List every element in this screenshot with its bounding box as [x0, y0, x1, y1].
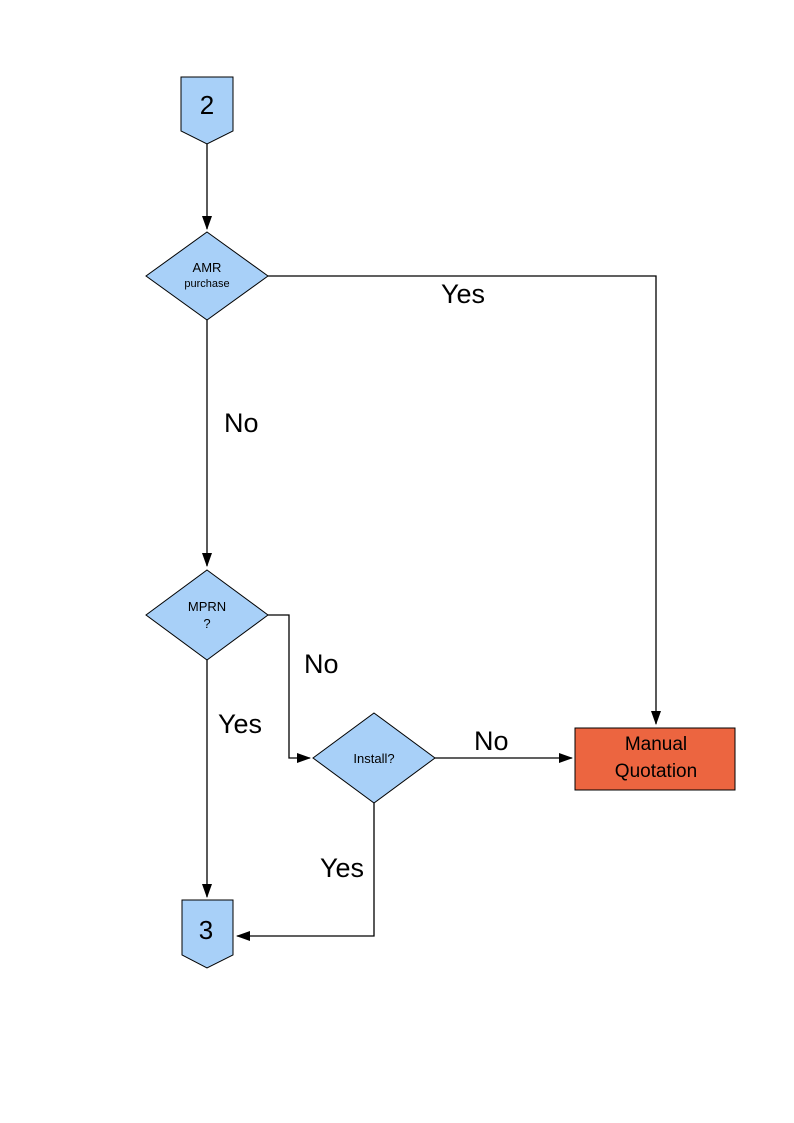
install-yes-label: Yes [320, 853, 364, 883]
decision-install: Install? [312, 712, 436, 804]
offpage-connector-2: 2 [180, 76, 234, 145]
offpage-connector-3: 3 [181, 899, 234, 969]
decision-amr-purchase-shape [145, 231, 269, 321]
decision-mprn: MPRN ? [145, 569, 269, 661]
mprn-yes-label: Yes [218, 709, 262, 739]
mprn-no-label: No [304, 649, 339, 679]
edge-mprn-no-to-install [268, 614, 311, 763]
edge-install-yes-to-connector3 [236, 803, 375, 941]
process-manual-quotation-shape [574, 727, 736, 791]
flow-edges [202, 144, 661, 941]
offpage-connector-2-shape [180, 76, 234, 145]
decision-install-shape [312, 712, 436, 804]
edge-amr-yes-to-manual-quotation [268, 275, 661, 725]
decision-install-label: Install? [353, 751, 394, 766]
process-manual-quotation-label-line2: Quotation [615, 761, 697, 782]
decision-mprn-label-line2: ? [203, 616, 210, 631]
edge-labels: Yes No No Yes No Yes [218, 279, 509, 883]
install-no-label: No [474, 726, 509, 756]
offpage-connector-3-shape [181, 899, 234, 969]
amr-no-label: No [224, 408, 259, 438]
decision-mprn-label-line1: MPRN [188, 599, 226, 614]
decision-mprn-shape [145, 569, 269, 661]
amr-yes-label: Yes [441, 279, 485, 309]
process-manual-quotation-label-line1: Manual [625, 734, 687, 755]
offpage-connector-2-label: 2 [200, 90, 214, 120]
decision-amr-purchase: AMR purchase [145, 231, 269, 321]
decision-amr-purchase-label-line2: purchase [184, 278, 229, 290]
decision-amr-purchase-label-line1: AMR [193, 260, 222, 275]
offpage-connector-3-label: 3 [199, 915, 213, 945]
process-manual-quotation: Manual Quotation [574, 727, 736, 791]
